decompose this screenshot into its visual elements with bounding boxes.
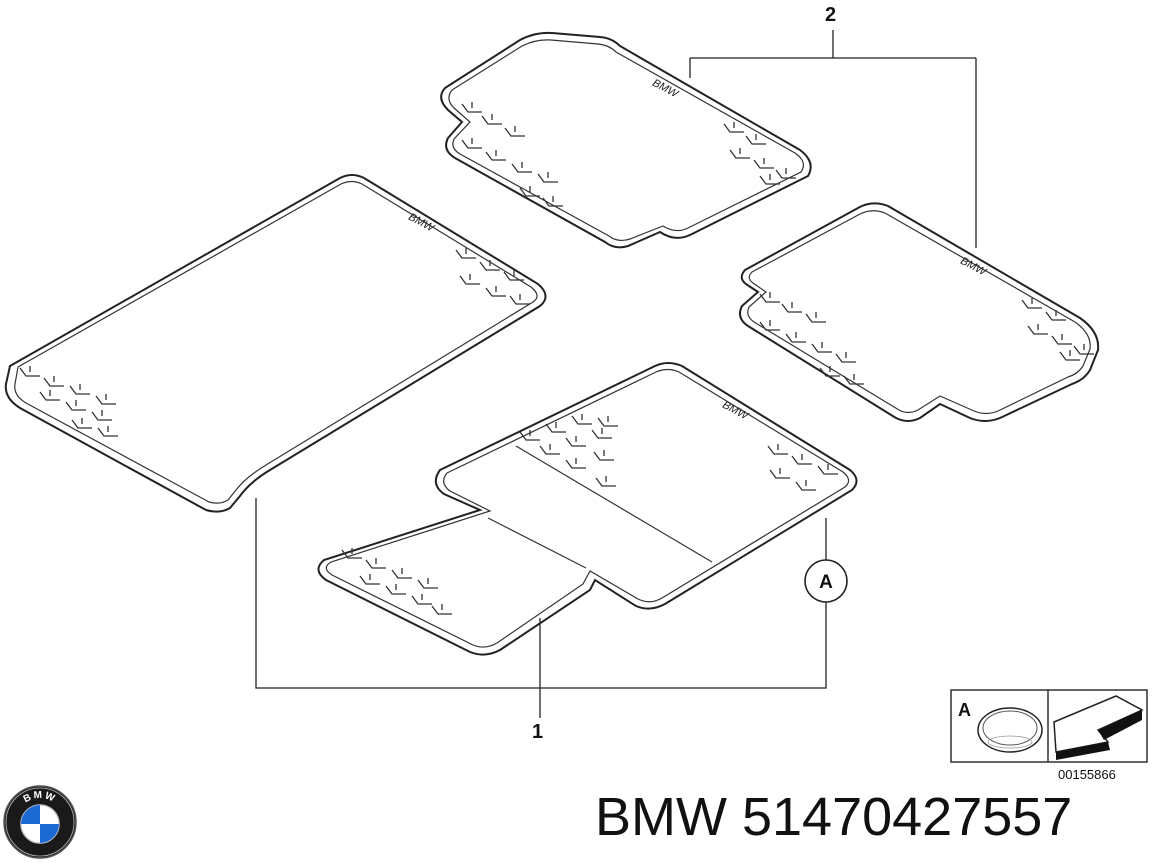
legend-label: A xyxy=(958,700,971,720)
leader-lines xyxy=(255,30,977,718)
callout-a-marker: A xyxy=(804,559,848,603)
rear-mat-right: BMW xyxy=(739,202,1100,422)
front-mat-driver: BMW xyxy=(317,362,858,656)
part-number-title: BMW 51470427557 xyxy=(595,787,1073,847)
callout-item-1: 1 xyxy=(532,721,544,743)
bmw-roundel-icon: BMW xyxy=(3,785,77,859)
logo-lettering: BMW xyxy=(22,790,58,805)
callout-a-label: A xyxy=(819,572,833,593)
rear-mat-upper: BMW xyxy=(440,31,812,249)
front-mat-left: BMW xyxy=(4,174,547,513)
callout-item-2: 2 xyxy=(825,4,837,26)
round-clip-icon xyxy=(977,707,1043,753)
drawing-number: 00155866 xyxy=(1058,767,1116,782)
direction-arrow-icon xyxy=(1053,695,1144,760)
clip-legend-box: A xyxy=(950,689,1148,763)
